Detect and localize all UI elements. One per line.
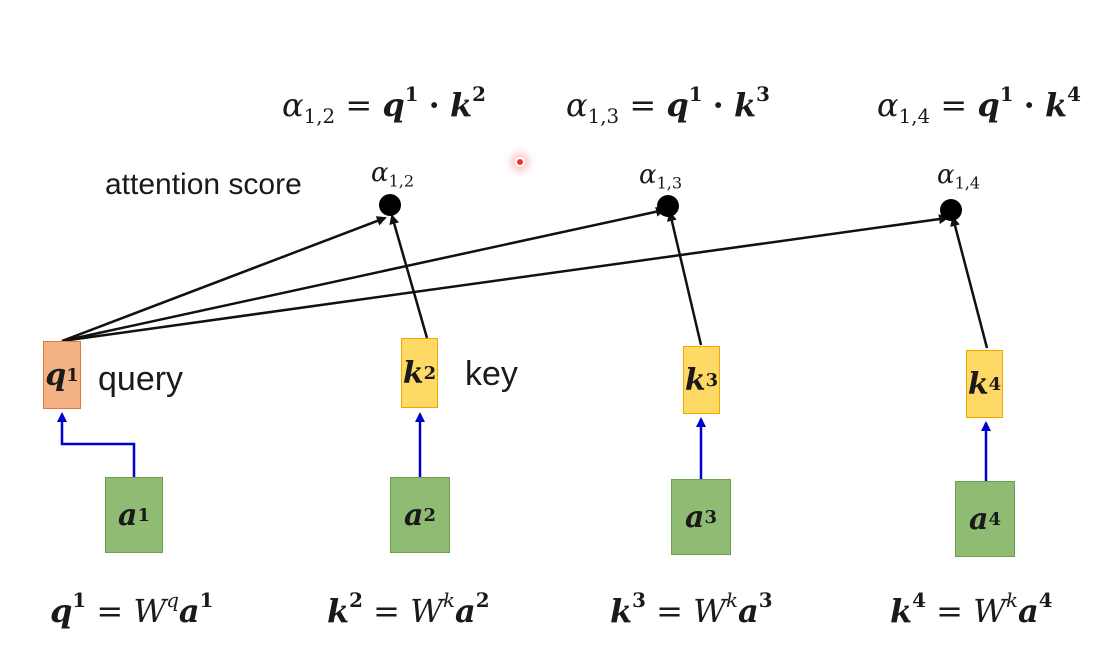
arrow-k4-to-alpha14 [950, 216, 989, 349]
score-node-alpha12 [379, 194, 401, 216]
score-node-alpha14 [940, 199, 962, 221]
equation-k4-def: k4 = Wka4 [890, 588, 1053, 630]
arrow-a1-to-q1 [57, 412, 136, 477]
attention-score-label: attention score [105, 168, 302, 201]
score-node-alpha13 [657, 195, 679, 217]
equation-alpha13: α1,3 = q1 · k3 [566, 82, 770, 128]
arrow-k2-to-alpha12 [389, 214, 429, 339]
score-label-alpha12: α1,2 [371, 158, 415, 191]
arrow-q1-to-alpha13 [61, 206, 666, 343]
arrow-q1-to-alpha14 [61, 214, 949, 343]
query-label: query [98, 360, 184, 398]
equation-k3-def: k3 = Wka3 [610, 588, 773, 630]
arrow-q1-to-alpha12 [61, 216, 387, 343]
key-label: key [465, 355, 518, 393]
equation-q1-def: q1 = Wqa1 [50, 588, 214, 630]
laser-pointer-dot [515, 157, 525, 167]
score-label-alpha14: α1,4 [937, 160, 981, 193]
arrow-k3-to-alpha13 [666, 211, 703, 346]
equation-alpha12: α1,2 = q1 · k2 [282, 82, 486, 128]
equation-k2-def: k2 = Wka2 [327, 588, 490, 630]
equation-alpha14: α1,4 = q1 · k4 [877, 82, 1081, 128]
score-label-alpha13: α1,3 [639, 160, 683, 193]
